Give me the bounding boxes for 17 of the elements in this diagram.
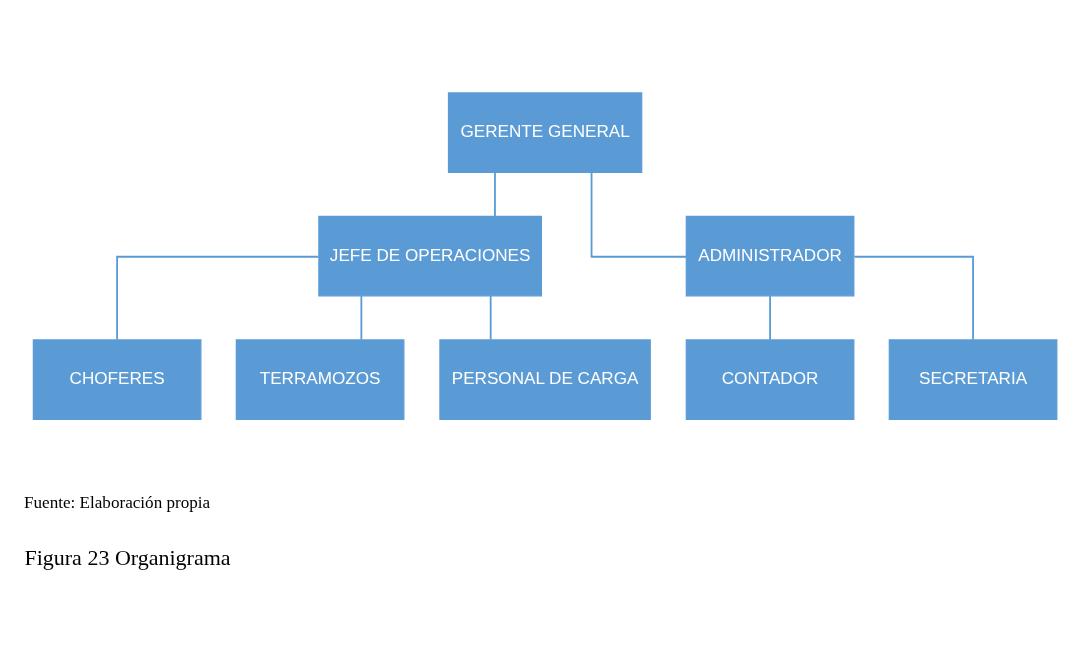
connector	[360, 294, 363, 341]
connector	[489, 294, 492, 341]
connector	[590, 171, 687, 258]
connector	[853, 255, 974, 341]
caption: Figura 23 Organigrama	[24, 545, 231, 571]
node-box: ADMINISTRADOR	[685, 215, 855, 297]
node-box: CONTADOR	[685, 339, 855, 420]
node-box: JEFE DE OPERACIONES	[318, 215, 543, 297]
node-box: TERRAMOZOS	[235, 339, 405, 420]
node-box: PERSONAL DE CARGA	[439, 339, 651, 420]
node-box: GERENTE GENERAL	[447, 92, 643, 173]
label: Fuente: Elaboración propia	[23, 492, 211, 512]
connector	[494, 171, 496, 217]
connector	[769, 294, 771, 341]
node-box: CHOFERES	[32, 339, 202, 420]
connector	[116, 255, 320, 341]
node-box: SECRETARIA	[888, 339, 1058, 420]
